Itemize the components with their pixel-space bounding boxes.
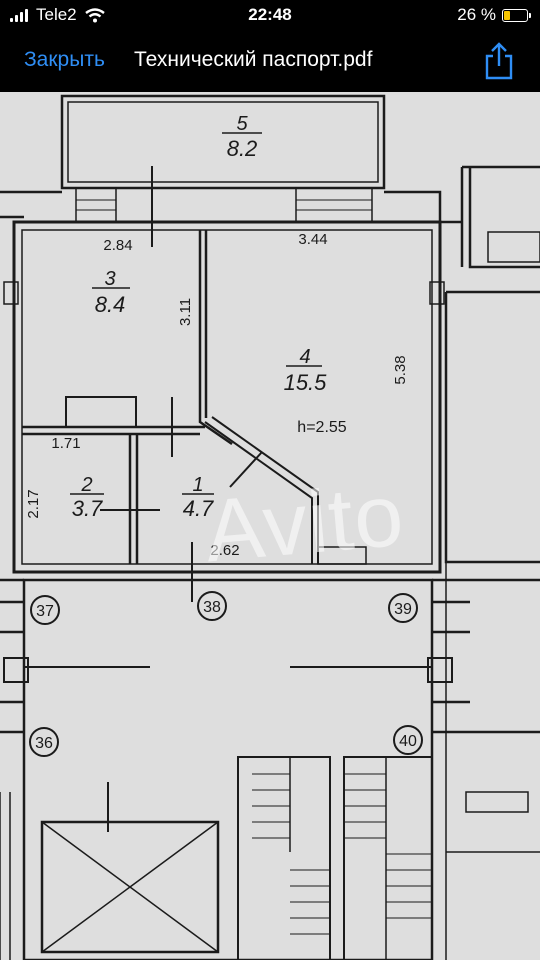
clock: 22:48 [248, 5, 292, 24]
dimension-label: 3.44 [298, 231, 327, 248]
document-title: Технический паспорт.pdf [134, 48, 373, 71]
close-button[interactable]: Закрыть [24, 48, 105, 71]
axis-label: 40 [399, 733, 417, 750]
axis-label: 37 [36, 603, 54, 620]
dimension-label: 2.84 [103, 237, 132, 254]
signal-icon [10, 8, 28, 22]
status-right: 26 % [457, 5, 531, 25]
pdf-viewer[interactable]: 5 8.2 3 8.4 4 15.5 2 3.7 1 4.7 2.84 3.44… [0, 92, 540, 960]
status-left: Tele2 [10, 5, 105, 25]
share-icon[interactable] [482, 42, 516, 80]
axis-label: 39 [394, 601, 412, 618]
nav-bar: Закрыть Технический паспорт.pdf [0, 30, 540, 92]
floor-plan: 5 8.2 3 8.4 4 15.5 2 3.7 1 4.7 2.84 3.44… [0, 94, 540, 960]
battery-level [504, 10, 511, 20]
room-5-number: 5 [236, 113, 248, 135]
room-1-area: 4.7 [183, 496, 214, 521]
axis-label: 36 [35, 735, 53, 752]
room-1-number: 1 [192, 474, 203, 496]
status-bar: Tele2 22:48 26 % [0, 0, 540, 30]
avito-watermark: Avito [201, 464, 408, 581]
room-5-area: 8.2 [227, 136, 258, 161]
ceiling-height: h=2.55 [297, 419, 346, 436]
room-4-number: 4 [299, 346, 310, 368]
dimension-label: 3.11 [177, 298, 194, 326]
dimension-label: 5.38 [392, 355, 409, 384]
dimension-label: 2.17 [25, 489, 42, 518]
axis-label: 38 [203, 599, 221, 616]
room-3-area: 8.4 [95, 292, 126, 317]
battery-percent: 26 % [457, 5, 496, 24]
wifi-icon [84, 7, 105, 22]
room-2-number: 2 [80, 474, 92, 496]
battery-icon [502, 8, 531, 22]
room-2-area: 3.7 [72, 496, 103, 521]
dimension-label: 1.71 [51, 435, 80, 452]
room-3-number: 3 [104, 268, 115, 290]
room-4-area: 15.5 [284, 370, 328, 395]
carrier-name: Tele2 [36, 5, 77, 24]
dimension-label: 2.62 [210, 542, 239, 559]
